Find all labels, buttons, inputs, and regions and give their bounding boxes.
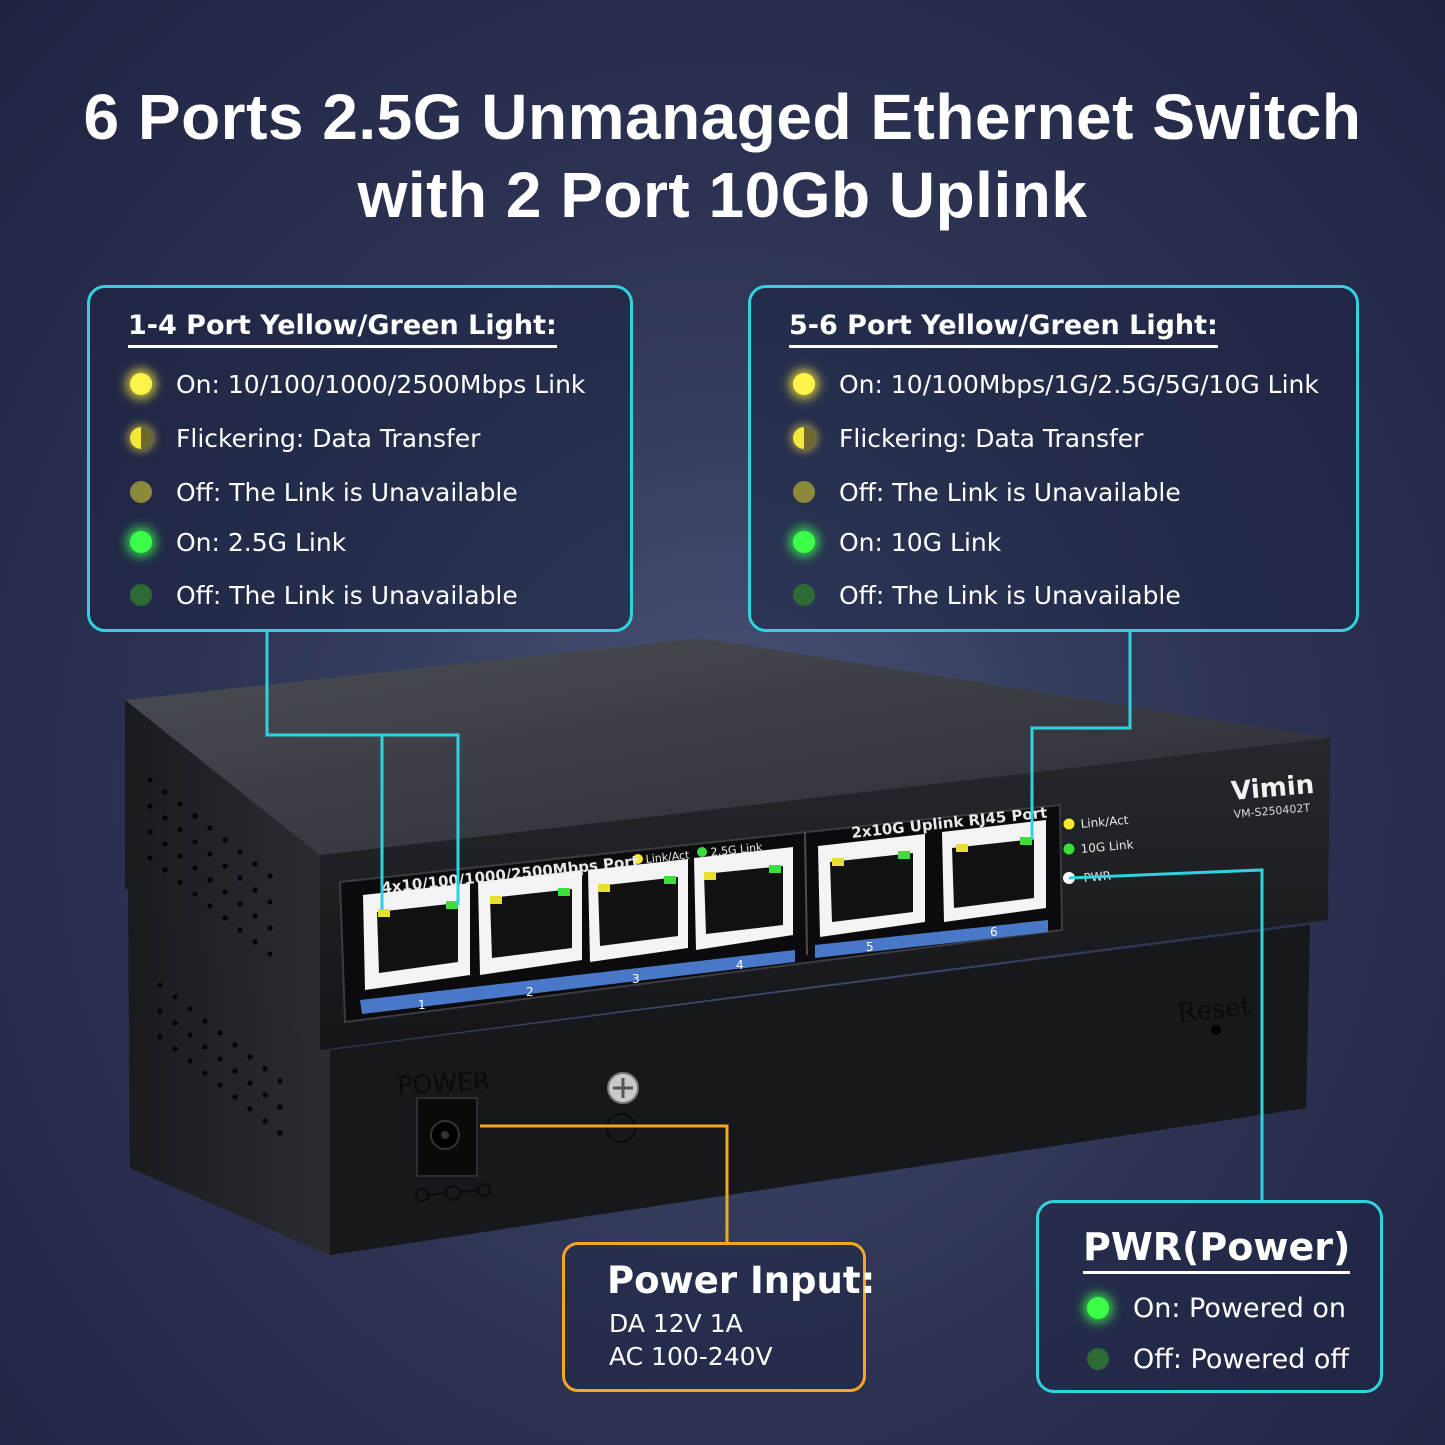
yellow-off-icon: [793, 481, 815, 503]
headline: 6 Ports 2.5G Unmanaged Ethernet Switch w…: [0, 78, 1445, 234]
left-panel-item: Off: The Link is Unavailable: [130, 474, 518, 510]
right-panel-item: Off: The Link is Unavailable: [793, 474, 1181, 510]
green-off-icon: [130, 584, 152, 606]
power-input-title: Power Input:: [607, 1259, 876, 1302]
chassis-lower-side: [128, 890, 330, 1255]
power-jack: [416, 1097, 478, 1177]
green-off-icon: [793, 584, 815, 606]
right-panel-item: On: 10/100Mbps/1G/2.5G/5G/10G Link: [793, 366, 1319, 402]
pwr-item: On: Powered on: [1087, 1290, 1346, 1326]
right-led-panel: 5-6 Port Yellow/Green Light: On: 10/100M…: [748, 285, 1359, 632]
chassis-lower-front: [330, 925, 1310, 1255]
green-off-icon: [1087, 1348, 1109, 1370]
port-number-2: 2: [526, 985, 534, 999]
left-panel-item-text: On: 2.5G Link: [176, 527, 347, 557]
headline-line-2: with 2 Port 10Gb Uplink: [357, 159, 1088, 231]
chassis-top: [125, 638, 1330, 855]
port-strip-5-6: [815, 920, 1048, 958]
legend-2-5g-link: 2.5G Link: [710, 841, 764, 859]
yellow-off-icon: [130, 481, 152, 503]
brand-logo: Vimin: [1230, 770, 1315, 807]
yellow-light-icon: [130, 373, 152, 395]
yellow-light-icon: [793, 373, 815, 395]
chassis-side: [125, 700, 320, 1050]
port-number-4: 4: [736, 958, 744, 972]
legend-link-act-1: Link/Act: [645, 848, 691, 866]
left-panel-item-text: Off: The Link is Unavailable: [176, 477, 518, 507]
right-panel-item-text: On: 10G Link: [839, 527, 1002, 557]
left-panel-item: On: 10/100/1000/2500Mbps Link: [130, 366, 585, 402]
pwr-callout-title: PWR(Power): [1083, 1225, 1351, 1274]
pwr-item-text: On: Powered on: [1133, 1292, 1347, 1324]
right-panel-item-text: Off: The Link is Unavailable: [839, 477, 1181, 507]
right-panel-item: Flickering: Data Transfer: [793, 420, 1143, 456]
reset-button: [1211, 1025, 1221, 1035]
left-panel-item-text: Off: The Link is Unavailable: [176, 580, 518, 610]
left-panel-item-text: Flickering: Data Transfer: [176, 423, 481, 453]
right-panel-item: On: 10G Link: [793, 524, 1001, 560]
power-input-callout: Power Input: DA 12V 1A AC 100-240V: [562, 1242, 875, 1392]
callout-connectors: [265, 630, 1264, 1200]
left-panel-item: Off: The Link is Unavailable: [130, 577, 518, 613]
right-panel-title: 5-6 Port Yellow/Green Light:: [789, 310, 1218, 348]
headline-line-1: 6 Ports 2.5G Unmanaged Ethernet Switch: [83, 81, 1362, 153]
yellow-flicker-icon: [793, 427, 815, 449]
left-led-panel: 1-4 Port Yellow/Green Light: On: 10/100/…: [87, 285, 633, 632]
power-label: POWER: [397, 1066, 491, 1100]
power-input-ac: AC 100-240V: [609, 1342, 773, 1371]
power-input-dc: DA 12V 1A: [609, 1309, 743, 1338]
port-strip-1-4: [360, 950, 795, 1014]
rj45-ports-5-6: [818, 820, 1046, 937]
right-panel-item-text: Flickering: Data Transfer: [839, 423, 1144, 453]
port-number-3: 3: [632, 972, 640, 986]
port-number-1: 1: [418, 998, 426, 1012]
left-panel-title: 1-4 Port Yellow/Green Light:: [128, 310, 557, 348]
side-vents: [147, 777, 283, 1136]
green-light-icon: [130, 531, 152, 553]
ground-symbol-icon: [606, 1113, 636, 1143]
port-number-5: 5: [866, 940, 874, 954]
yellow-flicker-icon: [130, 427, 152, 449]
right-panel-item: Off: The Link is Unavailable: [793, 577, 1181, 613]
left-panel-item-text: On: 10/100/1000/2500Mbps Link: [176, 369, 586, 399]
polarity-symbol: [415, 1183, 491, 1202]
pwr-item-text: Off: Powered off: [1133, 1343, 1350, 1375]
power-connector: [480, 1124, 729, 1242]
right-panel-item-text: On: 10/100Mbps/1G/2.5G/5G/10G Link: [839, 369, 1319, 399]
pwr-callout: PWR(Power) On: Powered on Off: Powered o…: [1036, 1200, 1383, 1393]
port-number-6: 6: [990, 925, 998, 939]
rj45-ports-1-4: [363, 847, 793, 990]
green-light-icon: [1087, 1297, 1109, 1319]
pwr-item: Off: Powered off: [1087, 1341, 1349, 1377]
legend-10g-link: 10G Link: [1080, 837, 1134, 856]
left-panel-item: On: 2.5G Link: [130, 524, 346, 560]
legend-link-act-2: Link/Act: [1080, 813, 1129, 831]
right-panel-item-text: Off: The Link is Unavailable: [839, 580, 1181, 610]
left-panel-item: Flickering: Data Transfer: [130, 420, 480, 456]
green-light-icon: [793, 531, 815, 553]
